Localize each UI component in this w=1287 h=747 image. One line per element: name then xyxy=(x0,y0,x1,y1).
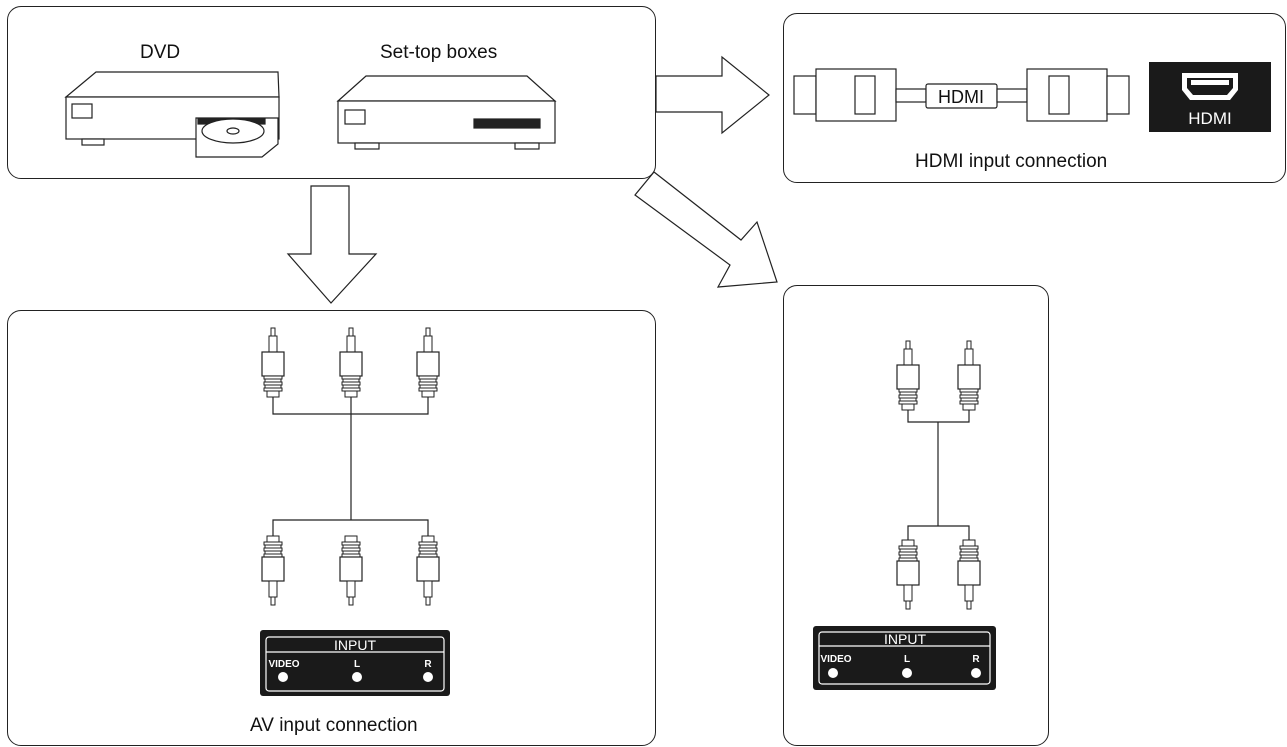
av-jack-video-label: VIDEO xyxy=(268,659,299,670)
rca-plug-bottom-video xyxy=(261,535,285,606)
rca-plug-top-left xyxy=(896,340,920,411)
av-panel-title: INPUT xyxy=(334,637,376,653)
audio-input-panel xyxy=(813,626,996,690)
audio-jack-video-label: VIDEO xyxy=(820,654,851,665)
hdmi-cable-label: HDMI xyxy=(938,87,984,107)
audio-jack-r-label: R xyxy=(972,654,980,665)
av-input-panel xyxy=(260,630,450,696)
hdmi-cable-icon xyxy=(793,68,1130,122)
hdmi-port-label: HDMI xyxy=(1188,109,1231,128)
rca-plug-bottom-l xyxy=(339,535,363,606)
rca-plug-top-video xyxy=(261,327,285,398)
rca-plug-top-right xyxy=(957,340,981,411)
audio-rca-cable xyxy=(896,340,981,610)
dvd-label: DVD xyxy=(140,42,181,63)
av-caption: AV input connection xyxy=(250,715,418,736)
settop-box-icon xyxy=(336,75,557,150)
arrow-right-hdmi xyxy=(655,55,770,135)
arrow-down-av xyxy=(286,185,378,304)
av-jack-l-label: L xyxy=(354,659,360,670)
settop-label: Set-top boxes xyxy=(380,42,498,63)
hdmi-caption: HDMI input connection xyxy=(915,151,1108,172)
av-rca-cable xyxy=(261,327,440,606)
rca-plug-bottom-r xyxy=(416,535,440,606)
dvd-player-icon xyxy=(64,71,280,158)
rca-plug-bottom-right xyxy=(957,539,981,610)
arrow-diagonal-audio xyxy=(634,171,778,288)
audio-panel-title: INPUT xyxy=(884,631,926,647)
rca-plug-top-r xyxy=(416,327,440,398)
av-jack-r-label: R xyxy=(424,659,432,670)
rca-plug-bottom-left xyxy=(896,539,920,610)
rca-plug-top-l xyxy=(339,327,363,398)
audio-jack-l-label: L xyxy=(904,654,910,665)
hdmi-port-icon xyxy=(1149,62,1271,132)
